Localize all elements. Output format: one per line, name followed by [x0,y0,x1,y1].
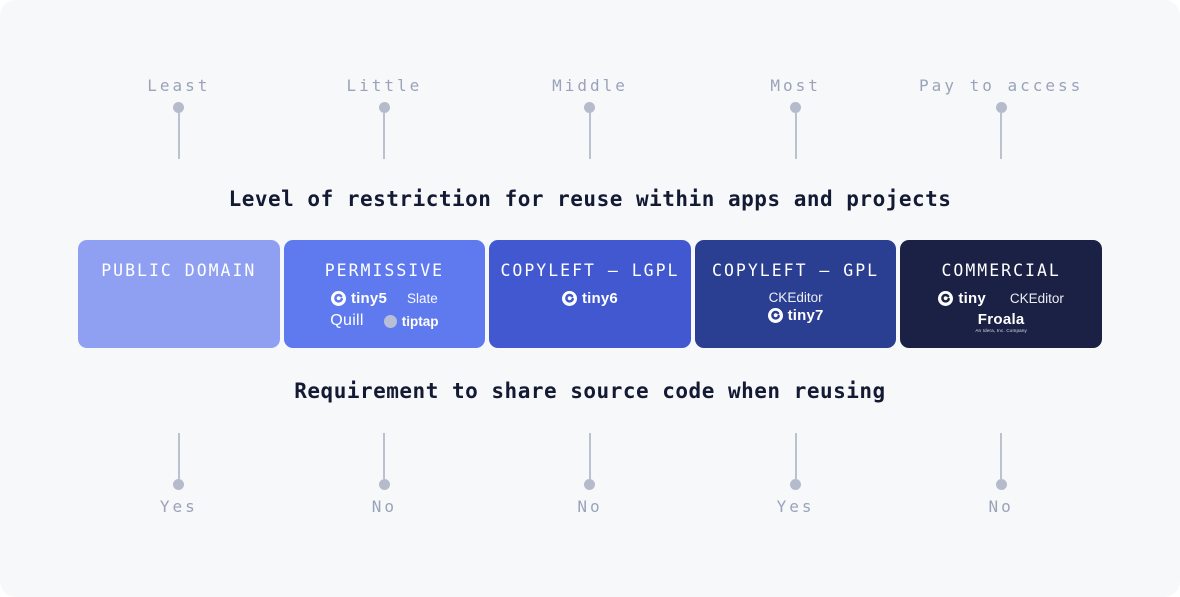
card-title: COPYLEFT — LGPL [500,261,680,280]
tinymce-icon [938,291,954,306]
tiptap-logo: tiptap [383,313,439,329]
card-permissive: PERMISSIVE tiny5 Slate Quill tiptap [283,240,486,348]
bottom-axis-labels: Yes No No Yes No [78,497,1102,516]
pin-stem [383,433,386,479]
pin-icon [378,433,390,490]
pin-dot-icon [173,102,185,113]
pin-stem [383,113,386,159]
pin-stem [1000,433,1003,479]
tinymce-logo: tiny6 [561,290,618,307]
pin-icon [790,102,802,159]
pin-dot-icon [584,102,596,113]
pin-dot-icon [173,479,185,490]
top-pins [78,102,1102,159]
top-axis-label-pay: Pay to access [919,76,1084,95]
bottom-axis-label-4: Yes [776,497,815,516]
card-copyleft-gpl: COPYLEFT — GPL CKEditor tiny7 [694,240,897,348]
share-source-title: Requirement to share source code when re… [294,379,886,403]
card-title: PUBLIC DOMAIN [101,261,257,280]
ckeditor-logo: CKEditor [1009,291,1064,306]
pin-stem [588,113,591,159]
bottom-pins [78,433,1102,490]
tinymce-logo-label: tiny7 [787,307,824,324]
froala-logo-label: Froala [977,311,1025,328]
pin-stem [177,433,180,479]
tinymce-logo: tiny7 [767,307,824,324]
pin-dot-icon [995,479,1007,490]
tinymce-logo: tiny5 [330,290,387,307]
card-title: PERMISSIVE [324,261,445,280]
pin-dot-icon [378,102,390,113]
pin-dot-icon [790,102,802,113]
logo-row: tiny5 Slate [330,290,438,307]
top-axis-label-little: Little [346,76,423,95]
bottom-axis-label-1: Yes [159,497,198,516]
pin-stem [177,113,180,159]
logo-row: tiny CKEditor [938,290,1064,307]
pin-dot-icon [584,479,596,490]
pin-stem [588,433,591,479]
top-axis-label-most: Most [770,76,821,95]
tinymce-logo: tiny [938,290,986,307]
card-commercial: COMMERCIAL tiny CKEditor Froala An Idera… [900,240,1102,348]
bottom-axis-label-3: No [577,497,603,516]
bottom-axis-label-5: No [988,497,1014,516]
tinymce-logo-label: tiny5 [350,290,387,307]
pin-dot-icon [790,479,802,490]
pin-dot-icon [378,479,390,490]
froala-logo: Froala An Idera, Inc. Company [975,312,1027,333]
pin-stem [1000,113,1003,159]
pin-stem [794,433,797,479]
card-public-domain: PUBLIC DOMAIN [78,240,280,348]
license-cards-row: PUBLIC DOMAIN PERMISSIVE tiny5 Slate Qui… [78,240,1102,348]
pin-stem [794,113,797,159]
pin-dot-icon [995,102,1007,113]
tinymce-icon [330,291,346,306]
card-title: COPYLEFT — GPL [712,261,880,280]
top-axis-label-middle: Middle [552,76,628,95]
pin-icon [584,433,596,490]
logo-row: Quill tiptap [330,312,438,330]
pin-icon [173,102,185,159]
tinymce-logo-label: tiny6 [581,290,618,307]
slate-logo: Slate [407,291,438,306]
tinymce-icon [767,308,783,323]
tiptap-logo-label: tiptap [401,313,439,329]
restriction-level-title: Level of restriction for reuse within ap… [228,187,952,211]
bottom-axis-label-2: No [371,497,398,516]
tiptap-icon [383,314,397,328]
tinymce-logo-label: tiny [958,290,986,307]
card-copyleft-lgpl: COPYLEFT — LGPL tiny6 [489,240,691,348]
pin-icon [995,433,1007,490]
froala-tagline: An Idera, Inc. Company [975,327,1028,333]
pin-icon [790,433,802,490]
top-axis-labels: Least Little Middle Most Pay to access [78,76,1102,95]
pin-icon [173,433,185,490]
top-axis-label-least: Least [147,76,211,95]
logo-row: tiny6 [561,290,618,307]
quill-logo: Quill [330,312,364,329]
logo-row: tiny7 [767,307,824,324]
logo-row: Froala An Idera, Inc. Company [975,312,1027,333]
pin-icon [995,102,1007,159]
ckeditor-logo: CKEditor [768,290,823,305]
pin-icon [378,102,390,159]
pin-icon [584,102,596,159]
logo-row: CKEditor [769,290,823,305]
card-title: COMMERCIAL [941,261,1061,280]
tinymce-icon [561,291,577,306]
